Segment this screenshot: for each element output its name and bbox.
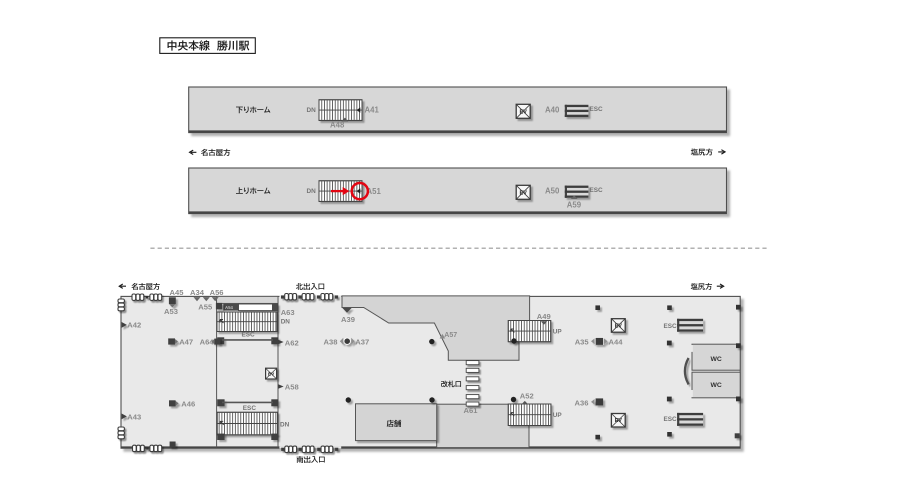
svg-text:A51: A51: [367, 187, 382, 196]
svg-text:A38: A38: [324, 338, 338, 347]
svg-text:A49: A49: [537, 312, 551, 321]
svg-text:A53: A53: [164, 307, 178, 316]
svg-text:A46: A46: [181, 399, 195, 408]
svg-text:ESC: ESC: [590, 106, 604, 113]
svg-text:A63: A63: [281, 308, 295, 317]
svg-text:A56: A56: [210, 288, 224, 297]
svg-text:WC: WC: [711, 356, 722, 363]
svg-text:A64: A64: [200, 337, 215, 346]
svg-text:A39: A39: [341, 315, 355, 324]
svg-text:A59: A59: [567, 200, 582, 209]
svg-text:A40: A40: [545, 106, 560, 115]
svg-text:ESC: ESC: [243, 405, 257, 412]
svg-text:WC: WC: [711, 382, 722, 389]
svg-text:A55: A55: [198, 303, 213, 312]
svg-text:A41: A41: [365, 106, 380, 115]
svg-text:ESC: ESC: [664, 416, 678, 423]
svg-text:ESC: ESC: [590, 187, 604, 194]
svg-text:A47: A47: [179, 337, 193, 346]
svg-text:EV: EV: [615, 323, 623, 329]
svg-text:A35: A35: [575, 337, 590, 346]
svg-text:A44: A44: [609, 337, 624, 346]
svg-text:A45: A45: [170, 288, 185, 297]
svg-text:EV: EV: [519, 109, 527, 115]
svg-text:DN: DN: [307, 107, 317, 114]
svg-text:DN: DN: [307, 188, 317, 195]
svg-text:A54: A54: [225, 305, 233, 310]
svg-text:DN: DN: [281, 319, 291, 326]
svg-text:UP: UP: [553, 412, 563, 419]
svg-text:EV: EV: [615, 418, 623, 424]
svg-text:A57: A57: [444, 332, 457, 339]
svg-text:A42: A42: [127, 321, 141, 330]
svg-text:EV: EV: [519, 190, 527, 196]
svg-text:UP: UP: [553, 329, 563, 336]
svg-text:ESC: ESC: [242, 332, 256, 339]
svg-text:ESC: ESC: [664, 323, 678, 330]
svg-text:A52: A52: [520, 392, 534, 401]
svg-text:EV: EV: [268, 372, 275, 377]
svg-text:A62: A62: [285, 338, 299, 347]
svg-text:A61: A61: [464, 406, 479, 415]
svg-text:DN: DN: [280, 422, 290, 429]
svg-text:A58: A58: [285, 382, 299, 391]
svg-text:A50: A50: [545, 187, 560, 196]
svg-text:A37: A37: [355, 338, 369, 347]
svg-text:A43: A43: [127, 412, 141, 421]
svg-text:A34: A34: [190, 288, 205, 297]
svg-text:A36: A36: [575, 398, 589, 407]
svg-text:A48: A48: [330, 120, 345, 129]
